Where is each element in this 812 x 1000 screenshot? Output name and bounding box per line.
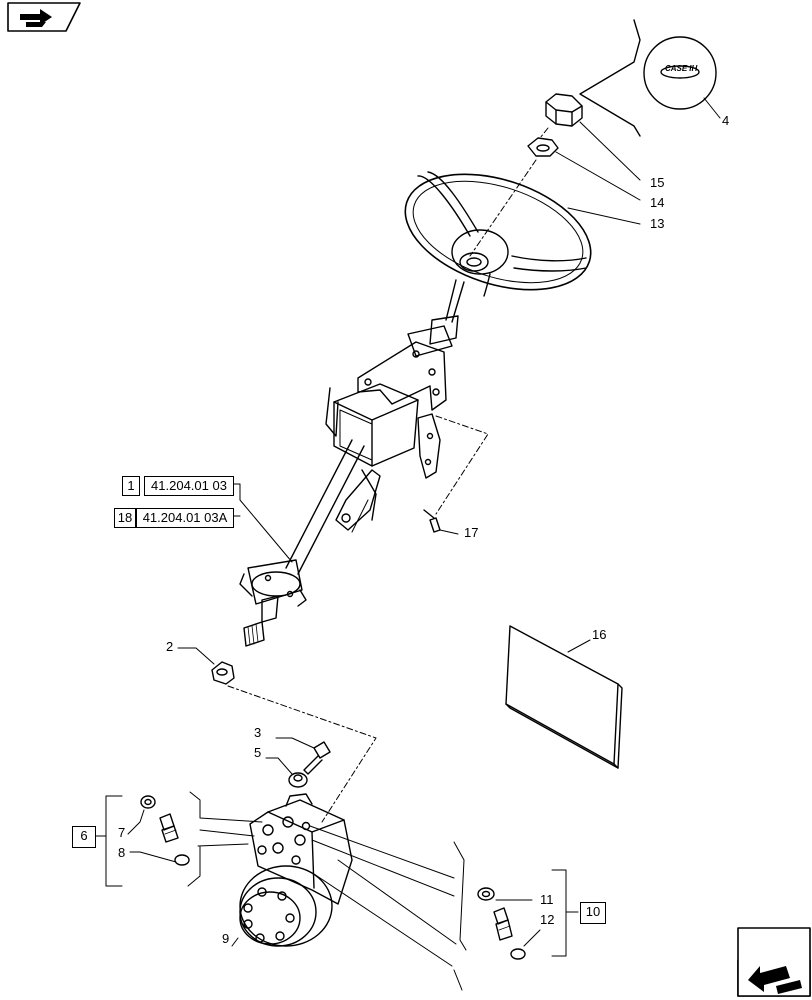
- callout-box-18[interactable]: 18: [114, 508, 136, 528]
- steering-column-lower: [285, 439, 365, 575]
- steering-wheel: [404, 171, 641, 297]
- callout-5: 5: [254, 745, 262, 760]
- callout-7: 7: [118, 825, 126, 840]
- bolt-3: [275, 737, 331, 775]
- port-fittings-right: [309, 825, 579, 991]
- nut-2: [177, 647, 235, 685]
- label-plate: [505, 625, 623, 769]
- steering-column-upper: [407, 279, 465, 357]
- column-flange: [239, 559, 307, 607]
- tilt-arm: [335, 469, 381, 531]
- horn-cap: [579, 19, 721, 137]
- callout-3: 3: [254, 725, 262, 740]
- steering-motor: [231, 793, 353, 947]
- port-fittings-left: [95, 791, 263, 887]
- callout-2: 2: [166, 639, 174, 654]
- callout-13: 13: [650, 216, 665, 231]
- callout-17: 17: [464, 525, 479, 540]
- callout-box-6[interactable]: 6: [72, 826, 96, 848]
- callout-15: 15: [650, 175, 665, 190]
- wheel-nut: [545, 93, 641, 181]
- logo-brand: CASE: [665, 64, 688, 73]
- reference-41-204-01-03a[interactable]: 41.204.01 03A: [136, 508, 234, 528]
- column-housing: [333, 383, 419, 467]
- callout-box-10[interactable]: 10: [580, 902, 606, 924]
- wheel-washer: [527, 137, 641, 201]
- callout-8: 8: [118, 845, 126, 860]
- washer-5: [265, 757, 308, 788]
- reference-41-204-01-03[interactable]: 41.204.01 03: [144, 476, 234, 496]
- previous-page-icon[interactable]: [7, 2, 81, 32]
- callout-4: 4: [722, 113, 730, 128]
- splined-shaft: [243, 595, 279, 647]
- bolt-17: [423, 509, 459, 535]
- column-bracket: [325, 341, 447, 479]
- callout-16: 16: [592, 627, 607, 642]
- next-page-icon[interactable]: [737, 927, 811, 997]
- callout-12: 12: [540, 912, 555, 927]
- callout-14: 14: [650, 195, 665, 210]
- callout-9: 9: [222, 931, 230, 946]
- callout-11: 11: [540, 892, 554, 907]
- logo-suffix: IH: [689, 64, 698, 73]
- callout-box-1[interactable]: 1: [122, 476, 140, 496]
